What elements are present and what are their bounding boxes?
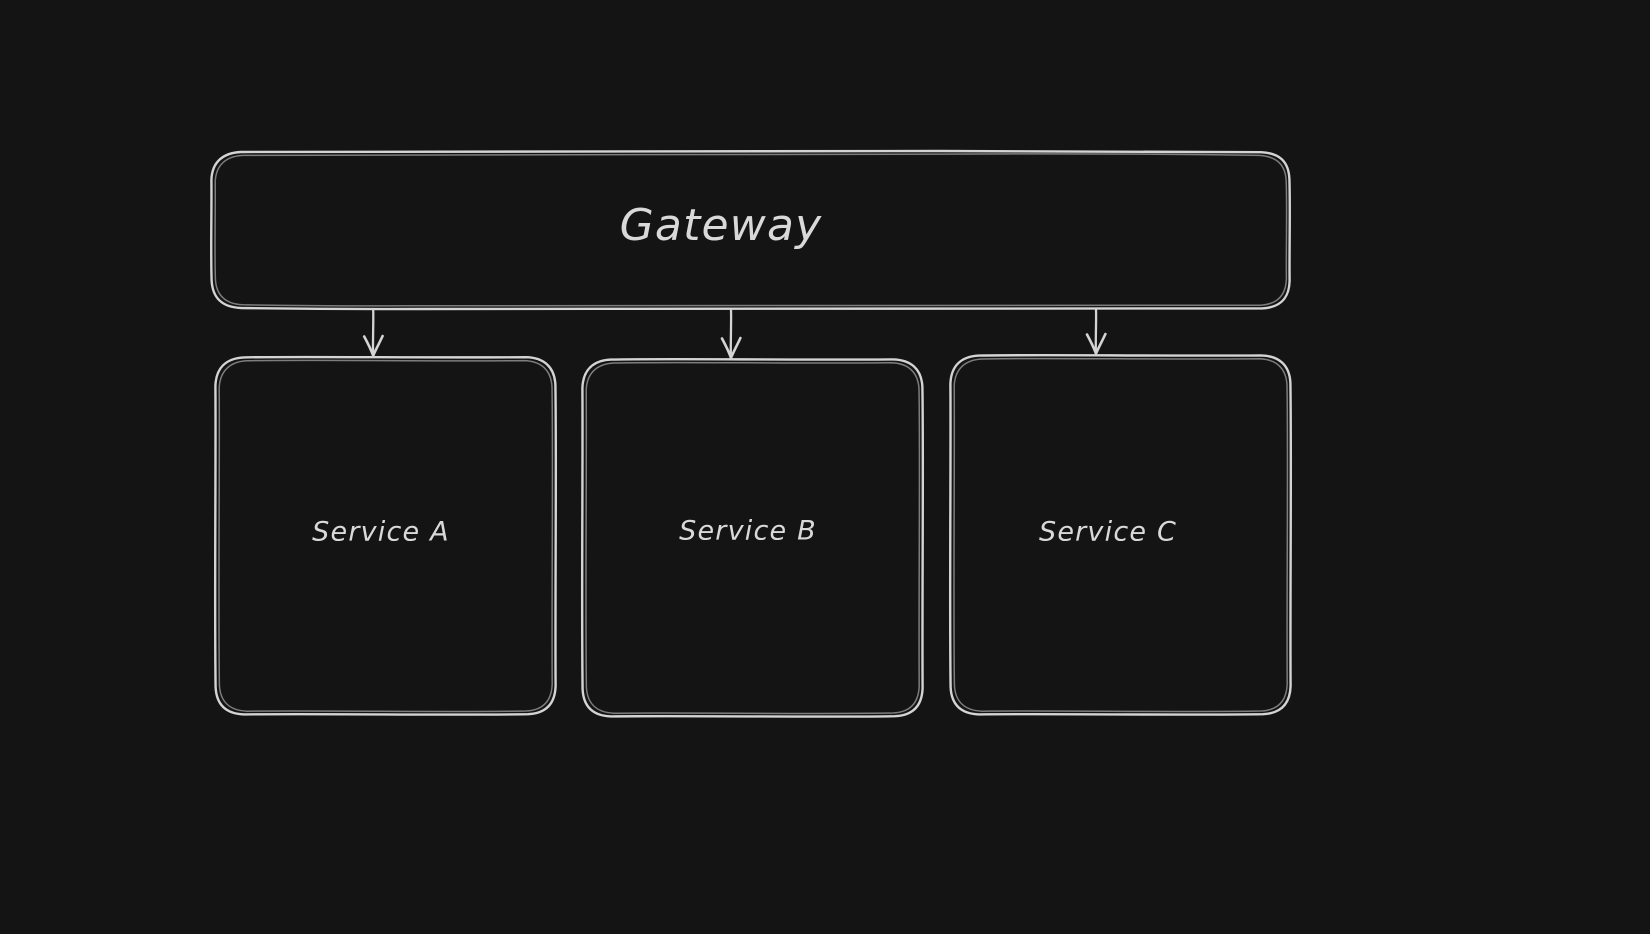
edge-gateway-to-service-b[interactable] (720, 308, 742, 360)
edge-gateway-to-service-a[interactable] (362, 308, 384, 357)
arrow-head-service-a (362, 334, 384, 357)
node-service-c[interactable]: Service C (948, 353, 1293, 716)
service-a-label: Service A (312, 517, 450, 548)
arrow-head-service-c (1085, 332, 1107, 355)
service-c-box-outline-sketch-pass (953, 357, 1289, 713)
service-b-label: Service B (679, 516, 817, 547)
service-a-box-outline (213, 355, 558, 716)
service-c-box-outline (948, 353, 1293, 716)
node-gateway[interactable]: Gateway (209, 149, 1292, 311)
node-service-a[interactable]: Service A (213, 355, 558, 716)
service-a-box-outline-sketch-pass (218, 359, 554, 713)
service-b-box-outline-sketch-pass (585, 361, 921, 715)
service-b-box-outline (580, 357, 925, 718)
edge-gateway-to-service-c[interactable] (1085, 308, 1107, 355)
arrow-head-service-b (720, 336, 742, 360)
gateway-label: Gateway (620, 200, 823, 251)
gateway-box-outline (209, 149, 1292, 311)
service-c-label: Service C (1039, 517, 1177, 548)
gateway-box-outline-sketch-pass (214, 153, 1288, 307)
node-service-b[interactable]: Service B (580, 357, 925, 718)
